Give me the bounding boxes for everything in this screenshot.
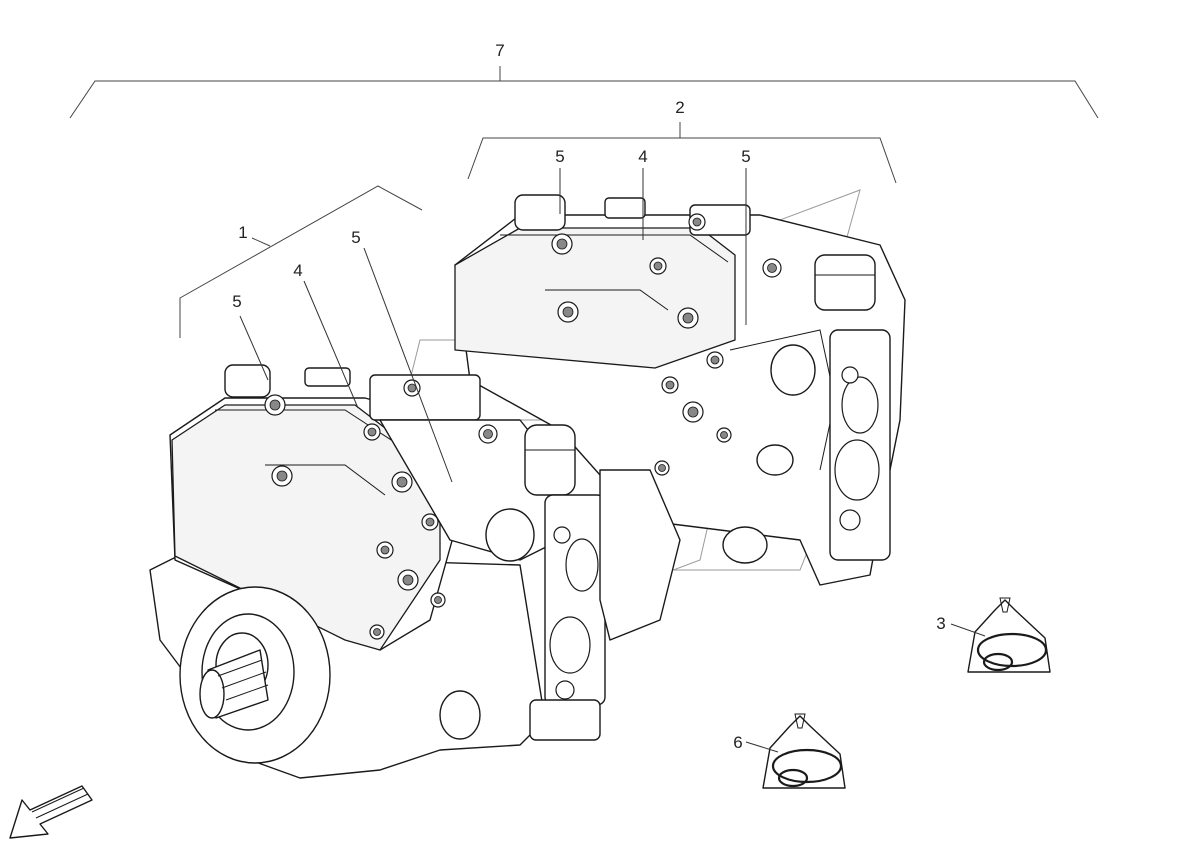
assembly-bracket [69, 66, 1099, 119]
front-direction-arrow-icon [9, 785, 93, 839]
callout-rear-regulator: 4 [638, 147, 647, 166]
callout-seal-kit-a: 3 [936, 614, 945, 633]
callout-rear-pump: 2 [675, 98, 684, 117]
callout-front-pump: 1 [238, 223, 247, 242]
rear-pump-body [454, 194, 906, 586]
callout-rear-valve-right: 5 [741, 147, 750, 166]
seal-kit-b [762, 713, 846, 789]
callout-assembly: 7 [495, 41, 504, 60]
front-pump-bracket [179, 185, 423, 338]
rear-pump-bracket [467, 122, 897, 184]
callout-front-valve-right: 5 [351, 228, 360, 247]
callout-front-valve-left: 5 [232, 292, 241, 311]
callout-seal-kit-b: 6 [733, 733, 742, 752]
drive-shaft [179, 586, 331, 764]
callout-rear-valve-left: 5 [555, 147, 564, 166]
seal-kit-a [967, 597, 1051, 673]
callout-front-regulator: 4 [293, 261, 302, 280]
leader-lines [239, 168, 986, 753]
